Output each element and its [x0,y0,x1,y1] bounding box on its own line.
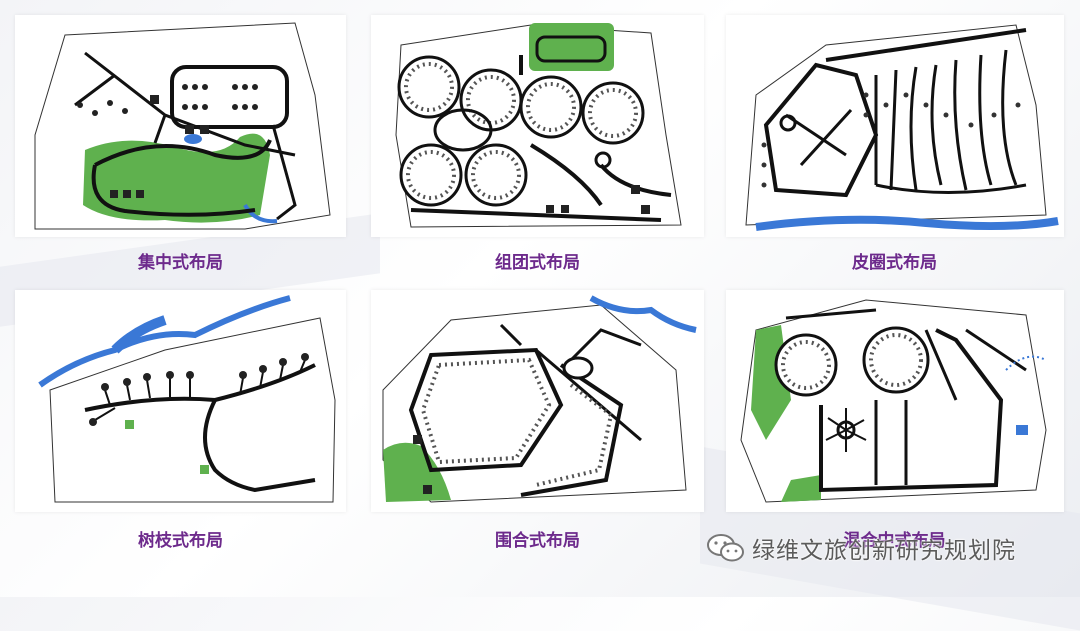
layout-diagram-cluster [371,15,704,237]
watermark-text: 绿维文旅创新研究规划院 [752,531,1016,565]
watermark: 绿维文旅创新研究规划院 [706,528,1016,568]
layout-diagram-branch [15,290,346,512]
loop-map [726,15,1064,237]
enclosed-map [371,290,704,512]
caption-cluster: 组团式布局 [371,248,704,273]
caption-loop: 皮圈式布局 [728,248,1061,273]
layout-diagram-centralized [15,15,346,237]
centralized-map [15,15,346,237]
layout-diagram-loop [726,15,1064,237]
mixed-map [726,290,1064,512]
cluster-map [371,15,704,237]
caption-enclosed: 围合式布局 [371,526,704,551]
wechat-icon [706,531,746,565]
branch-map [15,290,346,512]
layout-diagram-enclosed [371,290,704,512]
caption-centralized: 集中式布局 [14,248,347,273]
caption-branch: 树枝式布局 [14,526,347,551]
layout-diagram-mixed [726,290,1064,512]
